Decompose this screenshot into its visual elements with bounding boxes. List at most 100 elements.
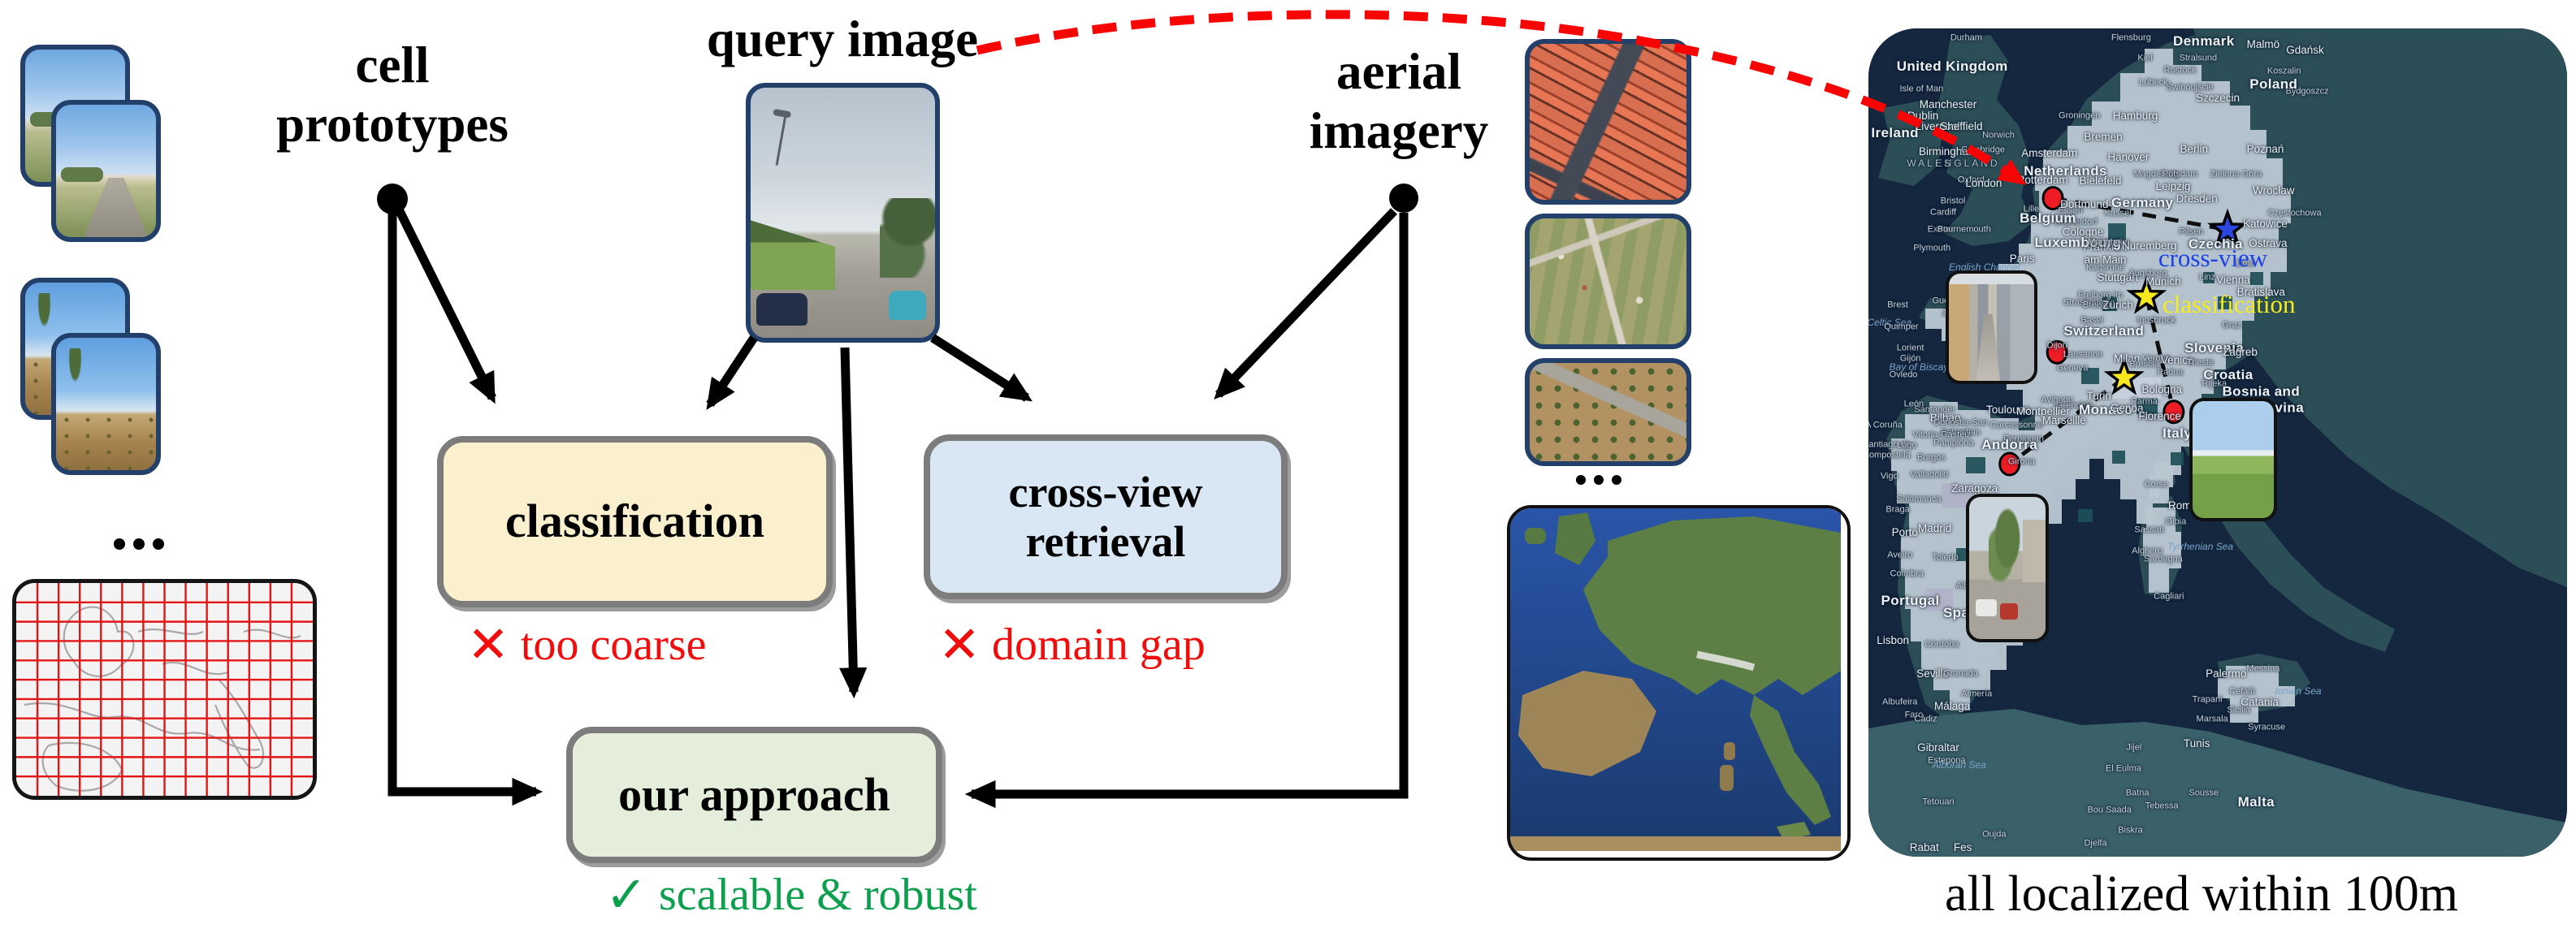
arrow-aerial-to-crossview bbox=[1214, 208, 1397, 400]
map-label: Denmark bbox=[2173, 33, 2235, 50]
map-label: Tunis bbox=[2183, 737, 2210, 750]
scalable-robust-verdict: ✓ scalable & robust bbox=[605, 869, 977, 921]
map-dashed-links bbox=[2008, 196, 2228, 466]
map-markers bbox=[1998, 186, 2249, 477]
street-view-photo bbox=[51, 333, 161, 475]
map-dashed-link bbox=[2008, 376, 2126, 466]
map-label: Marsala bbox=[2196, 714, 2228, 724]
map-annotation-classification: classification bbox=[2162, 289, 2296, 318]
map-caption-text: all localized within 100m bbox=[1945, 866, 2458, 922]
cross-mark-icon: ✕ bbox=[467, 615, 509, 674]
map-label: Bay of Biscay bbox=[1889, 361, 1949, 374]
check-mark-icon: ✓ bbox=[605, 865, 647, 924]
map-star-marker-blue bbox=[2207, 208, 2249, 248]
map-label: Palermo bbox=[2206, 667, 2247, 680]
map-label: Bou Saada bbox=[2087, 805, 2132, 815]
map-label: Essen bbox=[2058, 206, 2083, 217]
cross-view-box-line2: retrieval bbox=[1025, 516, 1186, 566]
map-label: Porto bbox=[1891, 526, 1918, 539]
map-label: Cambridge bbox=[1961, 145, 2005, 155]
map-inset-street-paris bbox=[1946, 270, 2037, 384]
map-label: Pilsen bbox=[2179, 227, 2204, 237]
map-label: Cagliari bbox=[2154, 591, 2184, 602]
map-label: Zaragoza bbox=[1951, 482, 1998, 495]
classification-box: classification bbox=[437, 436, 833, 607]
map-label: Brest bbox=[1887, 300, 1908, 310]
map-label: Czechia bbox=[2188, 236, 2243, 253]
aerial-imagery-title-line1: aerial bbox=[1336, 43, 1461, 100]
map-label: Plymouth bbox=[1913, 243, 1951, 253]
map-label: Szczecin bbox=[2195, 91, 2240, 104]
map-red-dot-marker bbox=[2041, 186, 2064, 211]
map-label: Geneva bbox=[2056, 363, 2089, 374]
map-label: Cefalù bbox=[2229, 686, 2255, 697]
map-label: Santiago de Compostela bbox=[1868, 439, 1911, 460]
map-label: Poznań bbox=[2246, 143, 2284, 156]
map-label: Santander bbox=[1914, 404, 1956, 415]
map-label: Grenoble bbox=[2056, 400, 2093, 411]
map-label: Karlsruhe bbox=[2085, 262, 2125, 273]
map-label: Slovenia bbox=[2184, 339, 2245, 356]
map-label: Freiburg im Breisgau bbox=[2077, 289, 2124, 310]
map-label: Granada bbox=[1943, 668, 1978, 679]
map-label: Córdoba bbox=[1924, 639, 1959, 650]
map-label: Genoa bbox=[2110, 402, 2144, 415]
map-label: Vitoria-Gasteiz bbox=[1912, 430, 1972, 440]
map-label: Málaga bbox=[1934, 700, 1971, 713]
map-label: Dresden bbox=[2176, 192, 2218, 205]
map-label: Ostrava bbox=[2249, 237, 2288, 250]
map-label: Perpignan bbox=[2002, 434, 2044, 444]
map-label: Graz bbox=[2222, 320, 2242, 330]
aerial-imagery-title-line2: imagery bbox=[1309, 102, 1489, 160]
aerial-photo-suburban bbox=[1525, 214, 1691, 349]
map-label: Seville bbox=[1916, 667, 1949, 680]
map-label: Rostock bbox=[2163, 65, 2197, 76]
map-label: Rabat bbox=[1909, 841, 1939, 854]
car-shape bbox=[889, 290, 926, 321]
map-label: Lille bbox=[2023, 205, 2040, 215]
map-label: Bratislava bbox=[2236, 286, 2285, 299]
scalable-robust-text: scalable & robust bbox=[658, 870, 977, 920]
map-label: Hanover bbox=[2107, 151, 2150, 164]
map-label: Alghero bbox=[2132, 546, 2163, 556]
map-label: Trapani bbox=[2192, 694, 2223, 705]
cell-prototypes-title: cell prototypes bbox=[271, 36, 514, 154]
map-label: Vienna bbox=[2216, 274, 2250, 287]
domain-gap-verdict: ✕ domain gap bbox=[938, 619, 1206, 671]
map-label: Donostia-San Sebastián bbox=[1933, 417, 1988, 438]
map-label: Bielefeld bbox=[2079, 174, 2122, 187]
map-label: Corse bbox=[2144, 479, 2168, 490]
map-label: Norwich bbox=[1982, 130, 2015, 140]
map-label: Turin bbox=[2086, 390, 2111, 403]
map-label: Durham bbox=[1950, 32, 1982, 43]
map-label: Syracuse bbox=[2248, 722, 2286, 732]
map-label: Celtic Sea bbox=[1868, 317, 1912, 329]
map-label: Toledo bbox=[1932, 552, 1959, 563]
map-label: Leipzig bbox=[2155, 180, 2191, 193]
map-label: Magdeburg bbox=[2133, 169, 2180, 179]
map-label: Venice bbox=[2160, 354, 2194, 367]
map-label: Świnoujście bbox=[2166, 83, 2214, 93]
map-label: Poland bbox=[2249, 76, 2298, 93]
map-label: Sheffield bbox=[1940, 120, 1983, 133]
arrow-query-to-crossview bbox=[930, 334, 1033, 402]
map-label: Braga bbox=[1885, 504, 1910, 515]
map-label: WALES bbox=[1907, 158, 1953, 170]
map-label: Salamanca bbox=[1896, 495, 1942, 505]
map-label: Avignon bbox=[2041, 395, 2073, 405]
map-label: Pamplona bbox=[1933, 438, 1974, 448]
map-label: Switzerland bbox=[2063, 323, 2145, 339]
map-label: Toulouse bbox=[1985, 404, 2031, 417]
map-label: United Kingdom bbox=[1896, 58, 2008, 75]
map-label: Ireland bbox=[1871, 124, 1919, 140]
map-label: Nuremberg bbox=[2121, 240, 2177, 253]
ellipsis-right bbox=[1576, 475, 1621, 485]
map-label: Coimbra bbox=[1890, 568, 1924, 579]
arrow-query-to-classification bbox=[706, 335, 758, 410]
map-label: Madrid bbox=[1918, 522, 1952, 535]
map-label: Biskra bbox=[2118, 826, 2143, 836]
map-label: Tetouan bbox=[1922, 797, 1955, 807]
map-label: Batna bbox=[2125, 788, 2150, 799]
map-label: Quimper bbox=[1884, 322, 1919, 332]
map-label: Germany bbox=[2111, 195, 2174, 211]
